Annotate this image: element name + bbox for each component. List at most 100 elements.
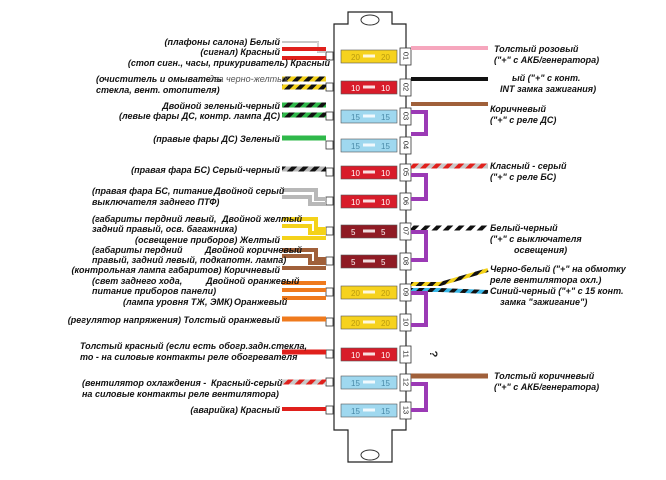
label-interior-lights-white: (плафоны салона) Белый [164, 37, 281, 47]
fuse-rating-left: 15 [351, 407, 360, 416]
label-left-headlights: (левые фары ДС, контр. лампа ДС) [118, 111, 280, 121]
jumper-05-06 [411, 173, 428, 201]
label-double-gray: Двойной серый [214, 186, 285, 196]
block-mounting-hole-top [360, 14, 380, 26]
label-right-highbeam-gray-black: (правая фара БС) Серый-черный [131, 165, 280, 175]
jumper-09-10 [411, 291, 428, 327]
fuse-rating-left: 5 [351, 228, 356, 237]
label-instrument-lighting-yellow: (освещение приборов) Желтый [135, 235, 280, 245]
fuse-element [363, 320, 375, 324]
label-thick-red-heater: Толстый красный (если есть обогр.задн.ст… [80, 341, 307, 351]
fuse-rating-left: 10 [351, 169, 360, 178]
label-wiper-left: (очиститель и омыватель [96, 74, 222, 84]
label-red-gray: Красный-серый [211, 378, 283, 388]
jumper-12-13 [411, 382, 428, 412]
fuse-number: 13 [402, 406, 411, 414]
fuse-rating-left: 20 [351, 319, 360, 328]
fuse-terminal-left [325, 196, 334, 206]
fuse-terminal-left [325, 405, 334, 415]
label-horn-red: (сигнал) Красный [200, 47, 280, 57]
label-ignition-lock: замка "зажигание") [500, 297, 588, 307]
label-rear-fog-switch: выключателя заднего ПТФ) [92, 197, 220, 207]
label-thick-pink: Толстый розовый [494, 44, 579, 54]
label-from-light-switch: ("+" с выключателя [490, 234, 582, 244]
fuse-element [363, 352, 375, 356]
label-right-highbeam-power: (правая фара БС, питание [92, 186, 213, 196]
fuse-rating-right: 15 [381, 142, 390, 151]
label-double-orange: Двойной оранжевый [206, 276, 300, 286]
fuse-rating-right: 10 [381, 169, 390, 178]
label-brake-fluid-lamp: (лампа уровня ТЖ, ЭМК) [123, 297, 233, 307]
wire-black-white [411, 268, 489, 286]
unknown-mark: ? [427, 351, 439, 358]
label-ignition-int-2: INT замка зажигания) [500, 84, 597, 94]
fuse-element [363, 259, 375, 263]
fuse-element [363, 380, 375, 384]
fuse-rating-right: 20 [381, 289, 390, 298]
fuse-rating-left: 10 [351, 84, 360, 93]
fuse-element [363, 290, 375, 294]
fuse-terminal-right [399, 78, 412, 97]
label-front-right-rear-left: правый, задний левый, подкапотн. лампа) [92, 255, 287, 265]
fuse-rating-right: 20 [381, 53, 390, 62]
label-heater-relay: то - на силовые контакты реле обогревате… [80, 352, 298, 362]
fuse-element [363, 54, 375, 58]
fuse-rating-left: 10 [351, 351, 360, 360]
fuse-rating-right: 15 [381, 113, 390, 122]
label-right-headlights-green: (правые фары ДС) Зеленый [153, 134, 280, 144]
label-blue-black: Синий-черный ("+" с 15 конт. [490, 286, 624, 296]
jumper-03-04 [411, 110, 428, 136]
fuse-rating-right: 20 [381, 319, 390, 328]
label-ignition-int: ый ("+" с конт. [512, 73, 581, 83]
fuse-terminal-left [325, 377, 334, 387]
label-battery-generator-1: ("+" с АКБ/генератора) [494, 55, 600, 65]
label-reverse-light: (свет заднего хода, [92, 276, 183, 286]
fuse-terminal-left [325, 256, 334, 266]
wire-yellow-1 [282, 217, 326, 231]
fuse-number: 01 [402, 52, 411, 60]
fuse-number: 09 [402, 288, 411, 296]
fuse-number: 08 [402, 257, 411, 265]
jumper-07-08 [411, 230, 428, 262]
label-double-yellow: Двойной желтый [222, 214, 303, 224]
label-white-black: Белый-черный [490, 223, 558, 233]
wire-brown-2 [282, 254, 326, 265]
fuse-terminal-left [325, 167, 334, 177]
label-thick-brown: Толстый коричневый [494, 371, 595, 381]
fuse-terminal-right [399, 163, 412, 182]
fuse-terminal-left [325, 111, 334, 121]
label-brake-clock-lighter-red: (стоп сигн., часы, прикуриватель) Красны… [127, 58, 330, 68]
label-double-brown: Двойной коричневый [205, 245, 303, 255]
fuse-number: 12 [402, 378, 411, 386]
label-orange: Оранжевый [234, 297, 288, 307]
fuse-terminal-left [325, 287, 334, 297]
fuse-terminal-right [399, 107, 412, 126]
fuse-rating-left: 15 [351, 113, 360, 122]
label-rear-right-trunk: задний правый, осв. багажника) [92, 224, 238, 234]
fuse-03: 15 15 03 [325, 107, 412, 126]
fuse-number: 03 [402, 112, 411, 120]
label-battery-generator-2: ("+" с АКБ/генератора) [494, 382, 600, 392]
fuse-terminal-left [325, 226, 334, 236]
wire-gray-1 [282, 188, 326, 201]
fuse-terminal-right [399, 345, 412, 364]
label-lowbeam-relay: ("+" с реле ДС) [490, 115, 557, 125]
fuse-number: 02 [402, 83, 411, 91]
label-fan-relay-coil: реле вентилятора охл.) [490, 275, 602, 285]
label-highbeam-relay: ("+" с реле БС) [490, 172, 557, 182]
label-sidelights-front-left: (габариты пердний левый, [92, 214, 217, 224]
label-fan-relay: на силовые контакты реле вентилятора) [82, 389, 279, 399]
fuse-terminal-left [325, 140, 334, 150]
fuse-rating-right: 10 [381, 351, 390, 360]
label-black-white: Черно-белый ("+" на обмотку [490, 264, 626, 274]
wire-gray-2 [282, 195, 326, 206]
fuse-terminal-left [325, 317, 334, 327]
